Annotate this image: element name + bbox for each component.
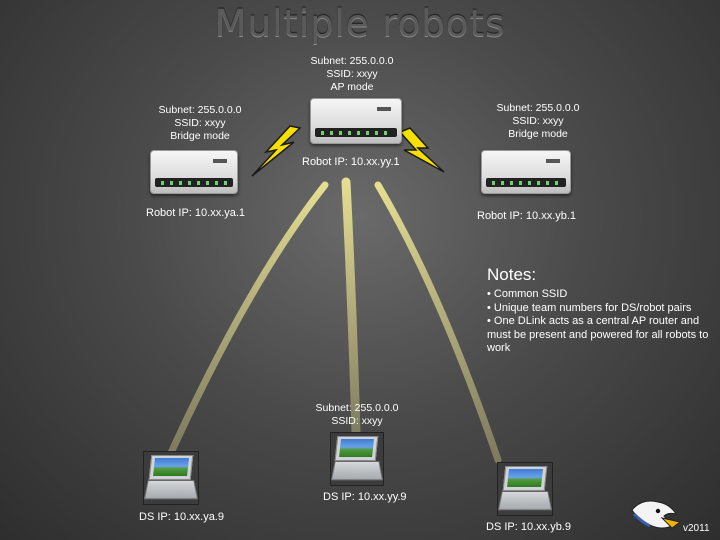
version-label: v2011 — [683, 523, 710, 534]
left-bridge-router — [150, 150, 238, 194]
left-bridge-mode: Bridge mode — [170, 130, 230, 142]
lightning-bolt-left-icon — [251, 125, 302, 177]
notes-box: Notes: • Common SSID • Unique team numbe… — [487, 265, 717, 356]
beam-left — [166, 181, 329, 459]
ds-center-label: Subnet: 255.0.0.0 SSID: xxyy — [302, 402, 412, 428]
beam-right — [374, 181, 502, 464]
beam-center — [341, 177, 361, 437]
notes-item: • One DLink acts as a central AP router … — [487, 315, 709, 354]
ds-right-laptop-icon — [497, 462, 553, 516]
right-bridge-label: Subnet: 255.0.0.0 SSID: xxyy Bridge mode — [478, 102, 598, 141]
ds-right-ip: DS IP: 10.xx.yb.9 — [486, 521, 571, 533]
ap-router — [310, 98, 402, 144]
eagle-logo-icon — [631, 500, 682, 529]
notes-item: • Common SSID — [487, 288, 568, 300]
ds-center-ip: DS IP: 10.xx.yy.9 — [323, 491, 407, 503]
left-bridge-robot-ip: Robot IP: 10.xx.ya.1 — [146, 207, 246, 219]
ds-center-subnet: Subnet: 255.0.0.0 — [315, 402, 399, 414]
right-bridge-mode: Bridge mode — [508, 128, 568, 140]
ap-mode: AP mode — [330, 81, 374, 93]
right-bridge-router — [481, 150, 571, 194]
ds-center-ssid: SSID: xxyy — [331, 415, 383, 427]
notes-heading: Notes: — [487, 265, 537, 284]
notes-list: • Common SSID • Unique team numbers for … — [487, 288, 717, 356]
ap-subnet: Subnet: 255.0.0.0 — [310, 55, 394, 67]
right-bridge-subnet: Subnet: 255.0.0.0 — [496, 102, 580, 114]
slide-title: Multiple robots — [214, 2, 506, 45]
ds-left-laptop-icon — [143, 451, 199, 505]
ap-robot-ip: Robot IP: 10.xx.yy.1 — [302, 156, 400, 168]
ds-center-laptop-icon — [330, 432, 384, 486]
ds-left-ip: DS IP: 10.xx.ya.9 — [139, 511, 224, 523]
ap-label: Subnet: 255.0.0.0 SSID: xxyy AP mode — [292, 55, 412, 94]
notes-item: • Unique team numbers for DS/robot pairs — [487, 301, 692, 314]
ap-ssid: SSID: xxyy — [326, 68, 378, 80]
lightning-bolt-right-icon — [398, 127, 445, 173]
left-bridge-ssid: SSID: xxyy — [174, 117, 226, 129]
right-bridge-ssid: SSID: xxyy — [512, 115, 564, 127]
right-bridge-robot-ip: Robot IP: 10.xx.yb.1 — [477, 210, 577, 222]
left-bridge-subnet: Subnet: 255.0.0.0 — [158, 104, 242, 116]
left-bridge-label: Subnet: 255.0.0.0 SSID: xxyy Bridge mode — [140, 104, 260, 143]
